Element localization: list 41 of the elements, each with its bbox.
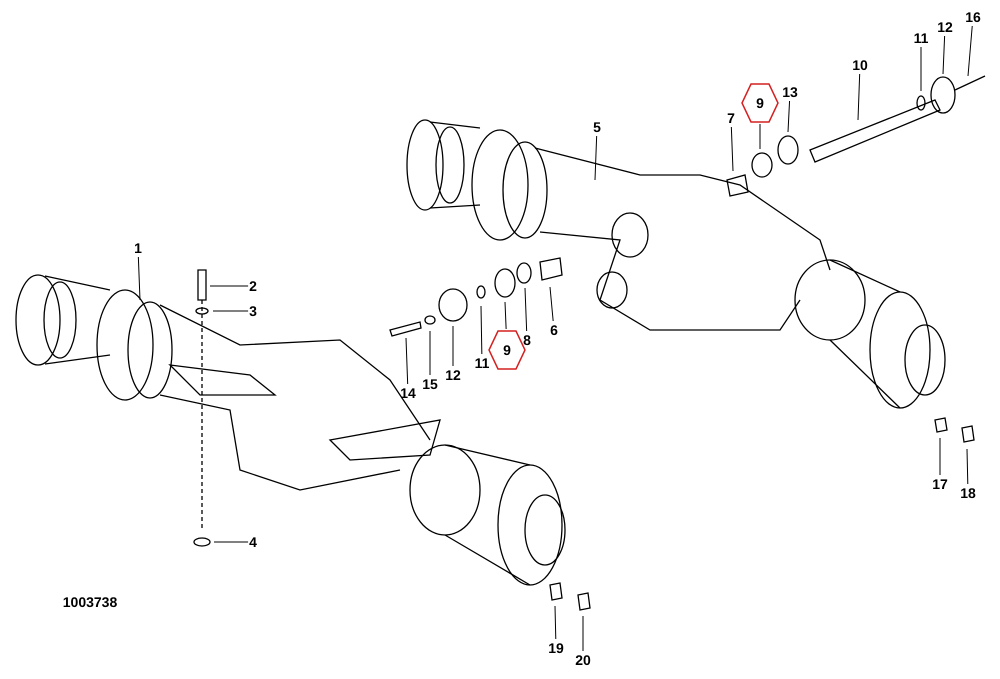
callout-number: 11 bbox=[914, 30, 928, 46]
leader-line bbox=[966, 448, 968, 484]
leader-line bbox=[788, 100, 790, 132]
leader-line bbox=[212, 310, 249, 312]
callout-number: 13 bbox=[782, 84, 798, 100]
leader-line bbox=[550, 286, 554, 322]
callout-number: 12 bbox=[445, 367, 461, 383]
leader-line bbox=[504, 302, 507, 330]
leader-line bbox=[920, 46, 922, 92]
callout-number: 20 bbox=[575, 652, 591, 668]
callout-number: 17 bbox=[932, 476, 948, 492]
callout-number: 5 bbox=[593, 119, 601, 135]
leader-line bbox=[942, 36, 946, 74]
callout-number: 18 bbox=[960, 485, 976, 501]
leader-line bbox=[480, 306, 482, 354]
leader-line bbox=[968, 26, 973, 76]
callout-number: 4 bbox=[249, 534, 257, 550]
callout-number: 10 bbox=[852, 57, 868, 73]
leader-line bbox=[406, 338, 408, 384]
callout-hexagon: 9 bbox=[741, 83, 779, 123]
callout-number: 8 bbox=[523, 332, 531, 348]
leader-line bbox=[452, 326, 454, 366]
leader-line bbox=[554, 606, 556, 640]
callout-number: 11 bbox=[474, 355, 490, 371]
callout-number: 14 bbox=[400, 385, 416, 401]
callout-number: 12 bbox=[937, 19, 953, 35]
callout-number: 16 bbox=[965, 9, 981, 25]
leader-line bbox=[524, 288, 528, 332]
leader-line bbox=[730, 126, 734, 172]
drawing-number: 1003738 bbox=[62, 594, 118, 610]
callout-number: 2 bbox=[249, 278, 257, 294]
callout-number: 6 bbox=[550, 322, 558, 338]
callout-number: 15 bbox=[422, 376, 438, 392]
callout-number: 1 bbox=[134, 240, 142, 256]
callout-number: 19 bbox=[548, 640, 564, 656]
leader-line bbox=[858, 74, 860, 120]
callout-number: 7 bbox=[727, 110, 735, 126]
leader-line bbox=[594, 136, 598, 180]
leader-line bbox=[138, 256, 140, 300]
callout-number: 3 bbox=[249, 303, 257, 319]
leader-line bbox=[582, 616, 584, 652]
